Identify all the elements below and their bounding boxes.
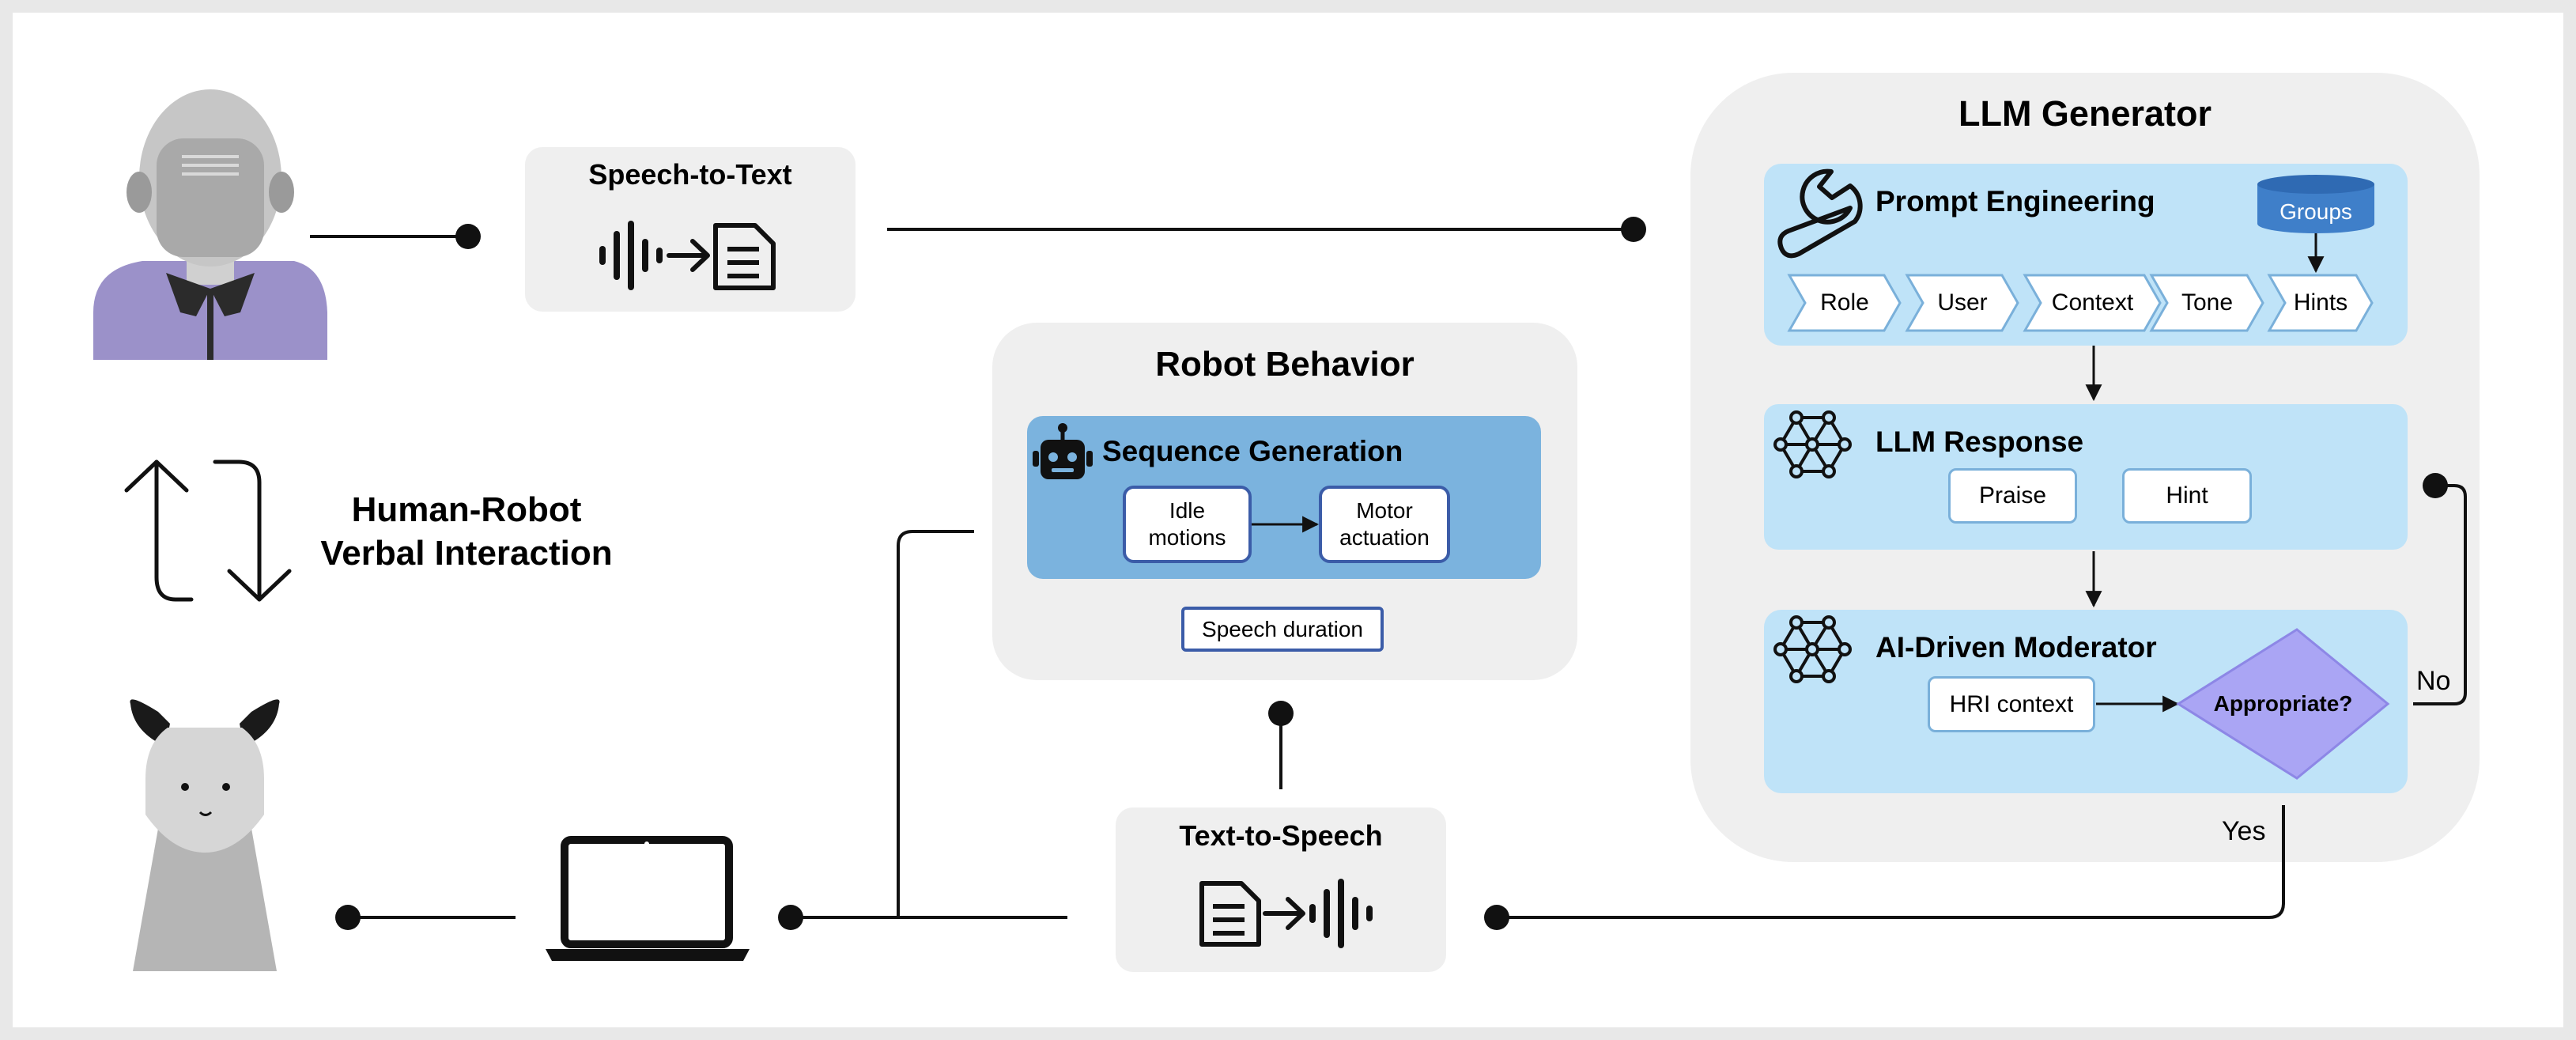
groups-label: Groups bbox=[2279, 199, 2352, 224]
speech-to-text-title: Speech-to-Text bbox=[588, 158, 792, 191]
person-icon bbox=[93, 89, 327, 360]
hint-box: Hint bbox=[2122, 468, 2252, 524]
wrench-icon bbox=[1777, 168, 1863, 259]
chevron-hints: Hints bbox=[2293, 289, 2348, 316]
motor-actuation-box: Motor actuation bbox=[1319, 486, 1450, 563]
idle-motions-box: Idle motions bbox=[1123, 486, 1252, 563]
no-label: No bbox=[2416, 666, 2451, 696]
ai-moderator-title: AI-Driven Moderator bbox=[1875, 631, 2157, 664]
swap-arrows-icon bbox=[124, 459, 292, 602]
llm-generator-title: LLM Generator bbox=[1958, 93, 2212, 134]
arrow-right-icon bbox=[667, 239, 710, 272]
audio-wave-icon bbox=[1309, 879, 1373, 948]
prompt-engineering-title: Prompt Engineering bbox=[1875, 185, 2155, 217]
speech-duration-box: Speech duration bbox=[1181, 607, 1384, 652]
chevron-user: User bbox=[1937, 289, 1988, 316]
connector-lines bbox=[310, 228, 2467, 919]
interaction-title-line2: Verbal Interaction bbox=[320, 534, 613, 573]
document-icon bbox=[713, 223, 776, 290]
neural-net-icon bbox=[1773, 615, 1852, 683]
prompt-chevrons bbox=[1787, 274, 2374, 332]
chevron-context: Context bbox=[2051, 289, 2134, 316]
arrow-right-icon bbox=[1263, 897, 1305, 930]
chevron-role: Role bbox=[1820, 289, 1869, 316]
appropriate-label: Appropriate? bbox=[2213, 691, 2353, 716]
chevron-tone: Tone bbox=[2181, 289, 2234, 316]
llm-response-panel bbox=[1764, 404, 2408, 550]
llm-response-title: LLM Response bbox=[1875, 425, 2084, 458]
yes-label: Yes bbox=[2222, 816, 2266, 846]
appropriate-diamond bbox=[2176, 628, 2390, 780]
audio-wave-icon bbox=[599, 221, 663, 290]
robot-behavior-title: Robot Behavior bbox=[1155, 345, 1415, 384]
text-to-speech-title: Text-to-Speech bbox=[1179, 819, 1383, 852]
connector-dots bbox=[335, 217, 2448, 930]
database-icon bbox=[2257, 175, 2374, 233]
speech-to-text-panel bbox=[525, 147, 856, 312]
bot-icon bbox=[1033, 423, 1093, 479]
hri-context-box: HRI context bbox=[1928, 676, 2095, 732]
idle-motions-line2: motions bbox=[1148, 525, 1226, 550]
interaction-title-line1: Human-Robot bbox=[351, 490, 582, 529]
laptop-icon bbox=[546, 836, 750, 961]
motor-actuation-line2: actuation bbox=[1339, 525, 1430, 550]
praise-box: Praise bbox=[1948, 468, 2077, 524]
sequence-generation-title: Sequence Generation bbox=[1102, 435, 1403, 467]
robot-icon bbox=[130, 699, 280, 971]
sequence-generation-panel bbox=[1027, 416, 1541, 579]
text-to-speech-panel bbox=[1116, 807, 1446, 972]
idle-motions-line1: Idle bbox=[1169, 498, 1206, 523]
document-icon bbox=[1199, 881, 1261, 947]
neural-net-icon bbox=[1773, 410, 1852, 478]
motor-actuation-line1: Motor bbox=[1356, 498, 1413, 523]
